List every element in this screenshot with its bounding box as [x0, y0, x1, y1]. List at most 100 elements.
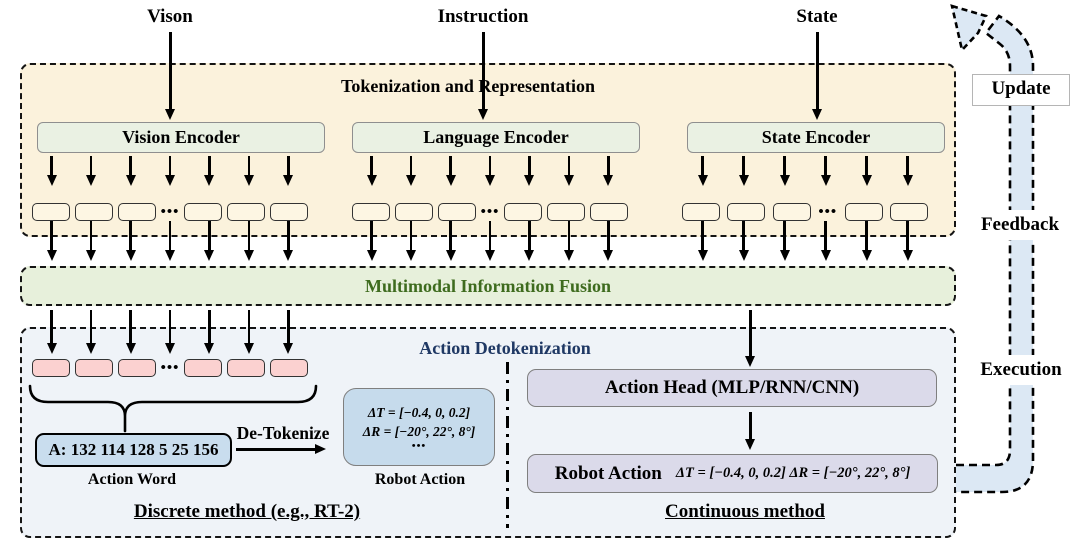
- arrow-down-icon: [783, 221, 786, 251]
- token: [269, 203, 308, 221]
- arrow-down-icon: [370, 221, 373, 251]
- arrow-down-icon: [247, 156, 251, 176]
- arrow-down-icon: [528, 156, 531, 176]
- ellipsis-dots: •••: [160, 360, 180, 376]
- arrow-down-icon: [749, 412, 752, 440]
- token: [504, 203, 543, 221]
- discrete-robot-action-box: ΔT = [−0.4, 0, 0.2] ΔR = [−20°, 22°, 8°]…: [343, 388, 495, 466]
- arrow-down-icon: [906, 221, 909, 251]
- brace-icon: [28, 384, 318, 433]
- arrow-down-icon: [168, 156, 172, 176]
- arrow-down-icon: [567, 156, 571, 176]
- arrow-down-icon: [208, 221, 211, 251]
- ellipsis-dots: •••: [160, 204, 180, 220]
- arrow-down-icon: [50, 221, 53, 251]
- arrow-down-icon: [865, 156, 868, 176]
- arrow-down-icon: [129, 221, 132, 251]
- execution-label: Execution: [964, 355, 1078, 385]
- discrete-robot-action-label: Robot Action: [374, 471, 466, 488]
- action-token: [117, 359, 156, 377]
- arrow-down-icon: [482, 32, 485, 110]
- arrow-down-icon: [89, 156, 93, 176]
- delta-t-formula: ΔT = [−0.4, 0, 0.2]: [367, 404, 471, 420]
- action-word-label: Action Word: [87, 471, 177, 488]
- arrow-down-icon: [742, 221, 745, 251]
- arrow-down-icon: [50, 156, 53, 176]
- vision-token-row: •••: [32, 202, 308, 222]
- tokenization-title: Tokenization and Representation: [340, 76, 596, 96]
- action-token: [32, 359, 70, 377]
- state-encoder-output-arrows: [682, 156, 928, 176]
- arrow-down-icon: [824, 156, 827, 176]
- action-detokenization-title: Action Detokenization: [419, 338, 591, 358]
- language-encoder-output-arrows: [352, 156, 628, 176]
- delta-r-formula: ΔR = [−20°, 22°, 8°]: [362, 423, 476, 439]
- token: [74, 203, 113, 221]
- method-divider: [506, 362, 509, 528]
- ellipsis-dots: •••: [411, 439, 427, 452]
- arrow-down-icon: [701, 156, 704, 176]
- arrow-down-icon: [286, 310, 290, 344]
- token: [682, 203, 720, 221]
- language-token-row: •••: [352, 202, 628, 222]
- arrow-down-icon: [247, 310, 251, 344]
- input-label-vision: Vison: [147, 6, 193, 27]
- arrow-down-icon: [816, 32, 819, 110]
- arrow-down-icon: [286, 221, 290, 251]
- token: [394, 203, 433, 221]
- arrow-down-icon: [168, 310, 172, 344]
- input-label-state: State: [796, 6, 838, 27]
- detokenize-label: De-Tokenize: [236, 423, 330, 443]
- arrow-down-icon: [129, 156, 132, 176]
- ellipsis-dots: •••: [480, 204, 500, 220]
- arrow-down-icon: [865, 221, 868, 251]
- token: [227, 203, 266, 221]
- continuous-robot-action-box: Robot Action ΔT = [−0.4, 0, 0.2] ΔR = [−…: [527, 454, 938, 493]
- arrow-down-icon: [247, 221, 251, 251]
- action-token-row: •••: [32, 358, 308, 378]
- token: [844, 203, 883, 221]
- arrow-down-icon: [129, 310, 132, 344]
- arrow-down-icon: [749, 310, 752, 357]
- ellipsis-dots: •••: [818, 204, 838, 220]
- fusion-output-arrows: [32, 310, 308, 344]
- arrow-down-icon: [488, 156, 492, 176]
- vision-encoder-box: Vision Encoder: [37, 122, 325, 153]
- arrow-down-icon: [449, 156, 452, 176]
- token: [547, 203, 586, 221]
- action-token: [184, 359, 223, 377]
- token: [889, 203, 928, 221]
- arrow-down-icon: [606, 156, 610, 176]
- arrow-down-icon: [528, 221, 531, 251]
- arrow-down-icon: [701, 221, 704, 251]
- language-encoder-box: Language Encoder: [352, 122, 640, 153]
- input-label-instruction: Instruction: [437, 6, 529, 27]
- token: [437, 203, 476, 221]
- arrow-down-icon: [168, 221, 172, 251]
- arrow-right-icon: [236, 448, 316, 451]
- vision-encoder-output-arrows: [32, 156, 308, 176]
- fusion-label: Multimodal Information Fusion: [364, 275, 612, 296]
- arrow-down-icon: [449, 221, 452, 251]
- arrow-down-icon: [488, 221, 492, 251]
- token: [352, 203, 390, 221]
- update-label: Update: [972, 74, 1070, 106]
- action-token: [74, 359, 113, 377]
- arrow-down-icon: [409, 156, 413, 176]
- arrow-down-icon: [906, 156, 909, 176]
- arrow-down-icon: [370, 156, 373, 176]
- token: [32, 203, 70, 221]
- arrow-down-icon: [409, 221, 413, 251]
- continuous-method-label: Continuous method: [665, 501, 825, 522]
- action-token: [269, 359, 308, 377]
- state-token-row: •••: [682, 202, 928, 222]
- feedback-label: Feedback: [962, 210, 1078, 240]
- arrow-down-icon: [208, 310, 211, 344]
- token: [117, 203, 156, 221]
- continuous-robot-action-formula: ΔT = [−0.4, 0, 0.2] ΔR = [−20°, 22°, 8°]: [675, 465, 911, 481]
- token: [772, 203, 811, 221]
- fusion-panel: Multimodal Information Fusion: [20, 266, 956, 306]
- arrow-down-icon: [742, 156, 745, 176]
- continuous-robot-action-label: Robot Action: [554, 462, 662, 484]
